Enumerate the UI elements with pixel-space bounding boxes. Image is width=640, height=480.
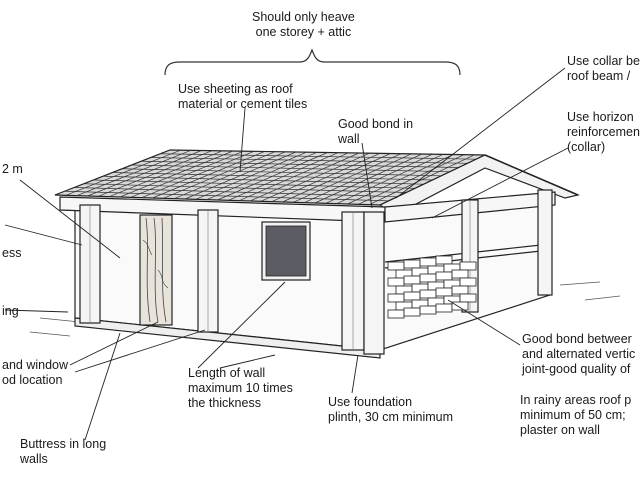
label-collar-beam-line-2: roof beam /	[567, 69, 631, 83]
label-height: 2 m	[2, 162, 23, 177]
label-length-line-2: maximum 10 times	[188, 381, 293, 395]
roof	[54, 149, 580, 216]
label-rainy-line-2: minimum of 50 cm;	[520, 408, 626, 422]
label-window-line-2: od location	[2, 373, 63, 387]
label-storey-line-1: Should only heave	[252, 10, 355, 24]
label-height-line-1: 2 m	[2, 162, 23, 176]
window	[261, 221, 311, 281]
label-storey-line-2: one storey + attic	[255, 25, 352, 39]
label-length-line-3: the thickness	[188, 396, 261, 410]
label-bond-between-line-1: Good bond betweer	[522, 332, 632, 346]
label-window: and window od location	[2, 358, 68, 388]
label-bond-between-line-3: joint-good quality of	[522, 362, 631, 376]
label-foundation-line-1: Use foundation	[328, 395, 413, 409]
label-footing: ing	[2, 304, 19, 319]
label-rainy: In rainy areas roof p minimum of 50 cm; …	[520, 393, 631, 438]
brick-patch	[387, 255, 477, 319]
label-buttress-line-1: Buttress in long	[20, 437, 107, 451]
label-horizontal-line-2: reinforcemen	[567, 125, 640, 139]
label-thickness: ess	[2, 246, 21, 261]
label-buttress: Buttress in long walls	[20, 437, 106, 467]
label-collar-beam-line-1: Use collar be	[567, 54, 640, 68]
label-horizontal: Use horizon reinforcemen (collar)	[567, 110, 640, 155]
label-buttress-line-2: walls	[20, 452, 48, 466]
label-sheeting: Use sheeting as roof material or cement …	[178, 82, 307, 112]
label-rainy-line-3: plaster on wall	[520, 423, 600, 437]
label-storey: Should only heave one storey + attic	[252, 10, 355, 40]
label-window-line-1: and window	[2, 358, 69, 372]
label-bond-between: Good bond betweer and alternated vertic …	[522, 332, 635, 377]
label-length-line-1: Length of wall	[188, 366, 266, 380]
storey-brace	[164, 48, 461, 76]
label-footing-line-1: ing	[2, 304, 19, 318]
label-bond-wall-line-2: wall	[338, 132, 360, 146]
front-wall	[59, 196, 386, 359]
label-sheeting-line-1: Use sheeting as roof	[178, 82, 293, 96]
label-foundation: Use foundation plinth, 30 cm minimum	[328, 395, 453, 425]
label-length: Length of wall maximum 10 times the thic…	[188, 366, 293, 411]
label-bond-wall-line-1: Good bond in	[338, 117, 414, 131]
label-bond-between-line-2: and alternated vertic	[522, 347, 636, 361]
label-bond-wall: Good bond in wall	[338, 117, 413, 147]
label-horizontal-line-1: Use horizon	[567, 110, 634, 124]
label-thickness-line-1: ess	[2, 246, 22, 260]
leader-lines	[4, 67, 569, 441]
label-collar-beam: Use collar be roof beam /	[567, 54, 640, 84]
label-sheeting-line-2: material or cement tiles	[178, 97, 308, 111]
label-rainy-line-1: In rainy areas roof p	[520, 393, 632, 407]
label-horizontal-line-3: (collar)	[567, 140, 606, 154]
label-foundation-line-2: plinth, 30 cm minimum	[328, 410, 454, 424]
door	[139, 214, 173, 326]
